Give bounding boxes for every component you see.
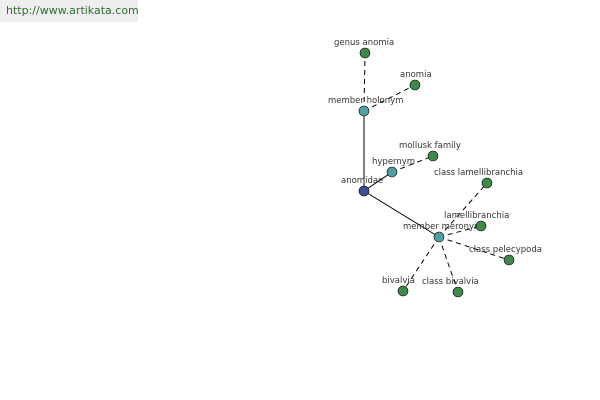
- edge-member-meronym-to-class-lamellibranchia: [438, 182, 488, 238]
- nodes-layer: anomidae member holonym genus anomia anomia…: [328, 38, 542, 298]
- node-marker-class-pelecypoda[interactable]: [503, 254, 515, 266]
- node-label-genus-anomia[interactable]: genus anomia: [334, 38, 394, 48]
- node-label-lamellibranchia[interactable]: lamellibranchia: [444, 211, 509, 221]
- edge-member-meronym-to-bivalvia: [402, 236, 440, 292]
- node-class-pelecypoda[interactable]: class pelecypoda: [469, 245, 542, 266]
- edges-layer: [363, 52, 510, 293]
- node-label-class-pelecypoda[interactable]: class pelecypoda: [469, 245, 542, 255]
- node-marker-anomia[interactable]: [409, 79, 421, 91]
- node-label-member-holonym[interactable]: member holonym: [328, 96, 403, 106]
- site-url-text[interactable]: http://www.artikata.com: [6, 4, 139, 17]
- node-label-class-lamellibranchia[interactable]: class lamellibranchia: [434, 168, 523, 178]
- node-marker-lamellibranchia[interactable]: [475, 220, 487, 232]
- node-marker-hypernym[interactable]: [386, 166, 398, 178]
- edge-member-holonym-to-anomia: [363, 84, 416, 112]
- node-member-meronym[interactable]: member meronym: [403, 222, 482, 243]
- node-class-bivalvia[interactable]: class bivalvia: [422, 277, 479, 298]
- node-marker-anomidae[interactable]: [358, 185, 370, 197]
- node-anomia[interactable]: anomia: [400, 70, 432, 91]
- edge-member-holonym-to-genus-anomia: [363, 52, 366, 112]
- node-label-anomidae[interactable]: anomidae: [341, 176, 383, 186]
- node-marker-member-meronym[interactable]: [433, 231, 445, 243]
- node-marker-bivalvia[interactable]: [397, 285, 409, 297]
- node-marker-mollusk-family[interactable]: [427, 150, 439, 162]
- node-bivalvia[interactable]: bivalvia: [382, 276, 415, 297]
- node-anomidae[interactable]: anomidae: [341, 176, 383, 197]
- node-label-anomia[interactable]: anomia: [400, 70, 432, 80]
- site-url-banner[interactable]: http://www.artikata.com: [0, 0, 139, 22]
- node-marker-genus-anomia[interactable]: [359, 47, 371, 59]
- edge-member-meronym-to-class-bivalvia: [438, 236, 459, 293]
- node-label-bivalvia[interactable]: bivalvia: [382, 276, 415, 286]
- node-marker-class-bivalvia[interactable]: [452, 286, 464, 298]
- edge-member-meronym-to-lamellibranchia: [438, 225, 482, 238]
- edge-member-meronym-to-class-pelecypoda: [438, 236, 510, 261]
- node-marker-class-lamellibranchia[interactable]: [481, 177, 493, 189]
- node-label-class-bivalvia[interactable]: class bivalvia: [422, 277, 479, 287]
- node-lamellibranchia[interactable]: lamellibranchia: [444, 211, 509, 232]
- node-label-mollusk-family[interactable]: mollusk family: [399, 141, 461, 151]
- node-class-lamellibranchia[interactable]: class lamellibranchia: [434, 168, 523, 189]
- node-hypernym[interactable]: hypernym: [372, 157, 415, 178]
- node-marker-member-holonym[interactable]: [358, 105, 370, 117]
- edge-hypernym-to-mollusk-family: [391, 155, 434, 173]
- edge-anomidae-to-hypernym: [363, 171, 393, 192]
- node-mollusk-family[interactable]: mollusk family: [399, 141, 461, 162]
- node-label-hypernym[interactable]: hypernym: [372, 157, 415, 167]
- node-label-member-meronym[interactable]: member meronym: [403, 222, 482, 232]
- node-member-holonym[interactable]: member holonym: [328, 96, 403, 117]
- node-genus-anomia[interactable]: genus anomia: [334, 38, 394, 59]
- edge-anomidae-to-member-meronym: [363, 190, 440, 238]
